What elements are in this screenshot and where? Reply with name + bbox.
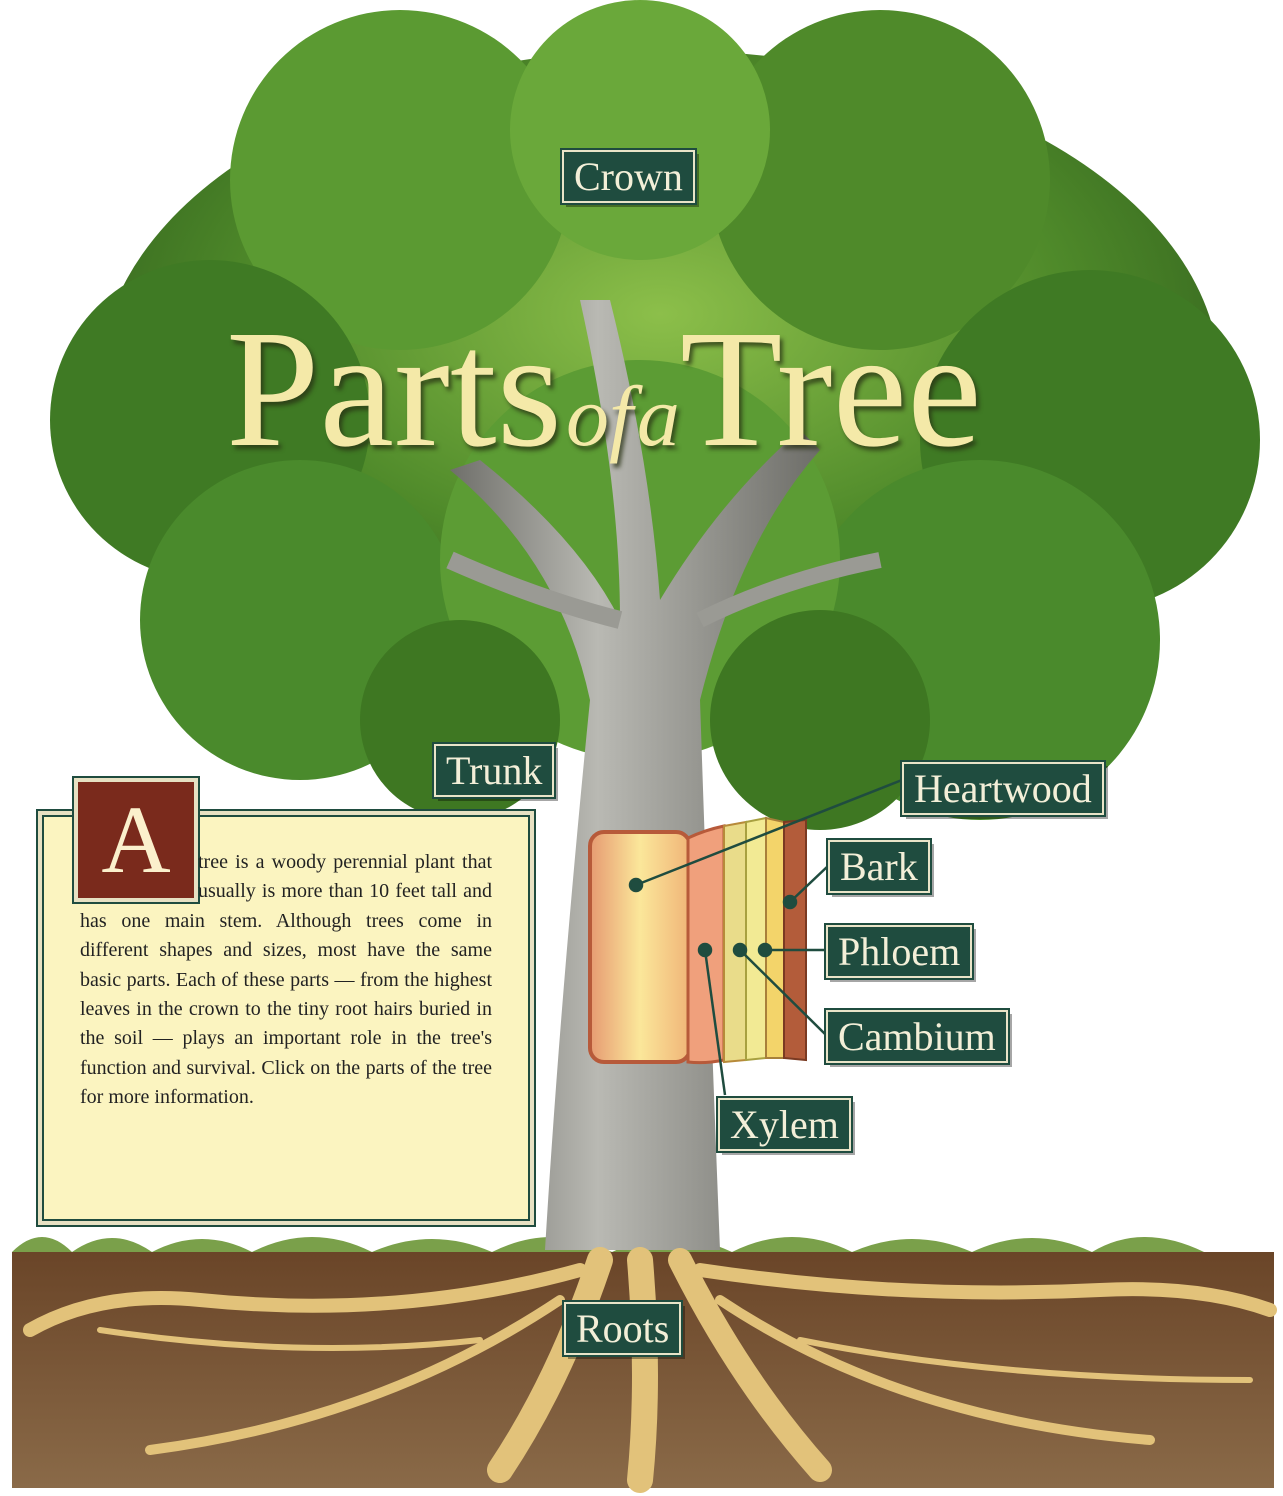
info-paragraph: tree is a woody perennial plant that usu… bbox=[80, 848, 492, 1113]
page-title: Parts of aTree bbox=[226, 305, 982, 473]
label-phloem[interactable]: Phloem bbox=[826, 925, 972, 978]
title-word-of: of bbox=[566, 368, 633, 464]
label-roots[interactable]: Roots bbox=[564, 1302, 681, 1355]
label-crown[interactable]: Crown bbox=[562, 150, 695, 203]
label-heartwood[interactable]: Heartwood bbox=[902, 762, 1104, 815]
label-trunk[interactable]: Trunk bbox=[434, 744, 554, 797]
title-word-parts: Parts bbox=[226, 296, 562, 482]
trunk-layers-cutaway bbox=[590, 818, 806, 1063]
label-cambium[interactable]: Cambium bbox=[826, 1010, 1008, 1063]
label-bark[interactable]: Bark bbox=[828, 840, 930, 893]
drop-cap-spacer bbox=[80, 848, 198, 904]
title-word-a: a bbox=[637, 368, 680, 464]
label-xylem[interactable]: Xylem bbox=[718, 1098, 851, 1151]
title-word-tree: Tree bbox=[680, 296, 982, 482]
